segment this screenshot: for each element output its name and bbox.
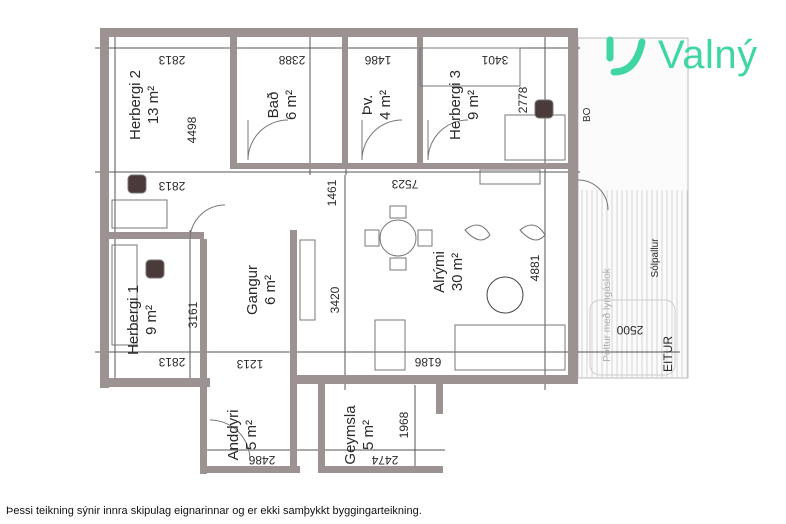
dim-label: 4498 — [185, 116, 199, 143]
dim-label: 2813 — [158, 53, 185, 67]
room-name-alrymi: Alrými — [431, 251, 448, 293]
hot-tub-label: Pottur með lyngáslok — [601, 267, 613, 361]
deck-label: Sólpallur — [650, 238, 661, 278]
dim-label: 2813 — [158, 355, 185, 369]
valny-logo-icon — [606, 36, 646, 75]
room-area-herbergi-3: 9 m² — [465, 90, 482, 120]
room-name-herbergi-3: Herbergi 3 — [447, 70, 464, 140]
furniture — [111, 47, 609, 461]
room-area-anddyri: 5 m² — [243, 420, 260, 450]
side-label: EITUR — [661, 336, 675, 372]
brand-logo: Valný — [604, 33, 758, 78]
dim-label: 3420 — [328, 286, 342, 313]
dim-label: 1461 — [325, 179, 339, 206]
box-label: BO — [582, 107, 593, 122]
room-name-thv: Þv. — [359, 95, 376, 116]
dim-label: 6186 — [414, 355, 441, 369]
dim-label: 2474 — [371, 453, 398, 467]
dim-label: 1486 — [364, 53, 391, 67]
dim-label: 2486 — [248, 453, 275, 467]
room-name-bad: Bað — [265, 92, 282, 119]
dim-label: 2500 — [616, 323, 643, 337]
room-area-geymsla: 5 m² — [360, 420, 377, 450]
dim-label: 2778 — [516, 86, 530, 113]
dim-label: 3161 — [186, 301, 200, 328]
room-area-herbergi-2: 13 m² — [145, 86, 162, 124]
room-area-bad: 6 m² — [283, 90, 300, 120]
dim-label: 2813 — [158, 179, 185, 193]
deck-area — [577, 37, 689, 379]
dim-label: 1213 — [236, 357, 263, 371]
room-name-herbergi-2: Herbergi 2 — [127, 70, 144, 140]
room-name-geymsla: Geymsla — [342, 405, 359, 465]
room-name-anddyri: Anddyri — [225, 410, 242, 461]
room-area-herbergi-1: 9 m² — [143, 305, 160, 335]
room-area-thv: 4 m² — [377, 90, 394, 120]
brand-name: Valný — [658, 33, 758, 77]
dim-label: 4881 — [528, 254, 542, 281]
room-name-gangur: Gangur — [244, 265, 261, 315]
room-area-gangur: 6 m² — [262, 275, 279, 305]
dim-label: 1968 — [397, 411, 411, 438]
room-name-herbergi-1: Herbergi 1 — [125, 285, 142, 355]
walls — [100, 28, 578, 474]
dim-label: 7523 — [391, 177, 418, 191]
room-area-alrymi: 30 m² — [449, 253, 466, 291]
dim-label: 3401 — [481, 53, 508, 67]
disclaimer-text: Þessi teikning sýnir innra skipulag eign… — [6, 505, 422, 517]
dim-label: 2388 — [278, 53, 305, 67]
